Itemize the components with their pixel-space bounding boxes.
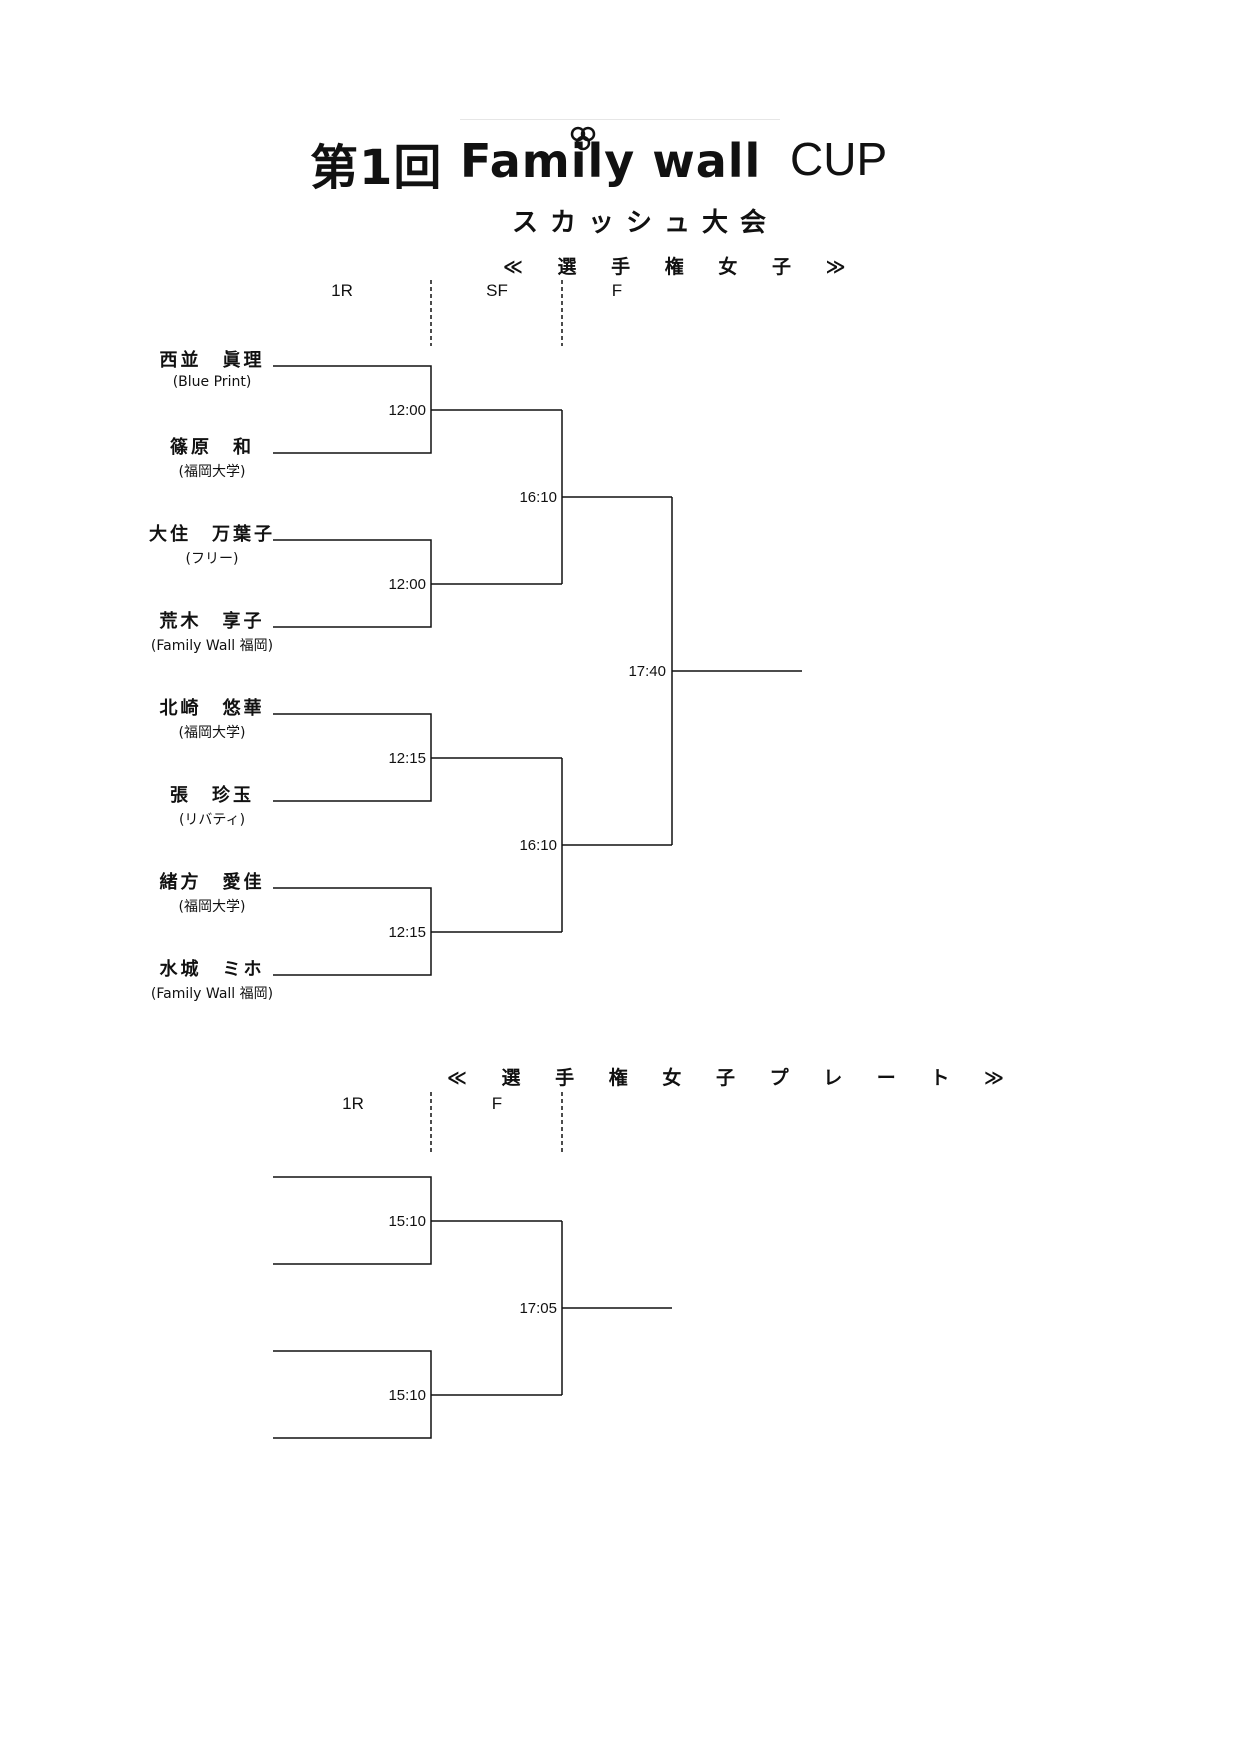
match-time: 12:00 bbox=[388, 402, 426, 419]
bracket-match bbox=[273, 887, 432, 976]
player-affiliation: (フリー) bbox=[185, 551, 239, 567]
match-time: 12:15 bbox=[388, 750, 426, 767]
match-time: 16:10 bbox=[519, 837, 557, 854]
page-title: 第1回 Family wall CUP bbox=[0, 118, 1240, 198]
match-time: 15:10 bbox=[388, 1213, 426, 1230]
title-prefix: 第1回 bbox=[310, 140, 443, 196]
bracket-match bbox=[273, 713, 432, 802]
bracket-match bbox=[273, 1350, 432, 1439]
player-entry: 張 珍玉 (リバティ) bbox=[112, 781, 312, 829]
match-time: 12:00 bbox=[388, 576, 426, 593]
match-time: 17:05 bbox=[519, 1300, 557, 1317]
bracket-match bbox=[273, 1176, 432, 1265]
round-label-sf: SF bbox=[486, 281, 508, 300]
match-time: 12:15 bbox=[388, 924, 426, 941]
player-entry: 北崎 悠華 (福岡大学) bbox=[112, 694, 312, 742]
player-name: 荒木 享子 bbox=[159, 611, 265, 632]
player-entry: 緒方 愛佳 (福岡大学) bbox=[112, 868, 312, 916]
brand-logo: Family wall bbox=[460, 118, 780, 198]
bracket-match bbox=[273, 365, 432, 454]
player-name: 西並 眞理 bbox=[159, 350, 265, 371]
player-affiliation: (Family Wall 福岡) bbox=[150, 638, 274, 654]
player-entry: 大住 万葉子 (フリー) bbox=[112, 520, 312, 568]
player-name: 張 珍玉 bbox=[170, 785, 254, 806]
brand-name: Family wall bbox=[460, 134, 762, 188]
round-label-f: F bbox=[611, 281, 623, 300]
player-entry: 水城 ミホ (Family Wall 福岡) bbox=[112, 955, 312, 1003]
player-affiliation: (福岡大学) bbox=[178, 725, 246, 741]
player-name: 篠原 和 bbox=[170, 437, 254, 458]
player-affiliation: (リバティ) bbox=[178, 812, 246, 828]
player-affiliation: (福岡大学) bbox=[178, 899, 246, 915]
main-draw-title: ≪ 選 手 権 女 子 ≫ bbox=[503, 256, 860, 278]
event-subtitle: スカッシュ大会 bbox=[511, 208, 778, 238]
player-affiliation: (Blue Print) bbox=[172, 374, 252, 390]
match-time: 17:40 bbox=[628, 663, 666, 680]
player-affiliation: (福岡大学) bbox=[178, 464, 246, 480]
player-name: 緒方 愛佳 bbox=[159, 872, 265, 893]
match-time: 15:10 bbox=[388, 1387, 426, 1404]
player-entry: 西並 眞理 (Blue Print) bbox=[112, 346, 312, 390]
round-label-1r: 1R bbox=[331, 281, 353, 300]
title-suffix: CUP bbox=[790, 133, 888, 185]
ribbon-logo-icon bbox=[570, 126, 596, 151]
player-entry: 篠原 和 (福岡大学) bbox=[112, 433, 312, 481]
round-label-f: F bbox=[491, 1094, 503, 1113]
bracket-match bbox=[273, 539, 432, 628]
player-affiliation: (Family Wall 福岡) bbox=[150, 986, 274, 1002]
player-name: 北崎 悠華 bbox=[159, 698, 265, 719]
round-label-1r: 1R bbox=[342, 1094, 364, 1113]
plate-draw-title: ≪ 選 手 権 女 子 プ レ ー ト ≫ bbox=[447, 1067, 1018, 1089]
player-name: 大住 万葉子 bbox=[149, 524, 275, 545]
brand-divider bbox=[460, 119, 780, 120]
player-entry: 荒木 享子 (Family Wall 福岡) bbox=[112, 607, 312, 655]
player-name: 水城 ミホ bbox=[159, 959, 265, 980]
match-time: 16:10 bbox=[519, 489, 557, 506]
